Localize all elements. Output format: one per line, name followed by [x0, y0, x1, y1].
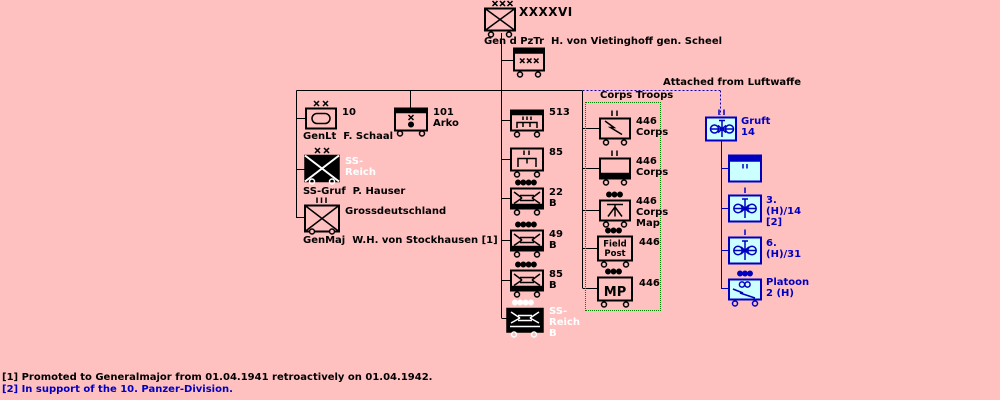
footnote-2: [2] In support of the 10. Panzer-Divisio… — [2, 384, 233, 395]
bridging-column-symbol — [510, 221, 544, 258]
unit-label: Grossdeutschland — [345, 206, 447, 217]
unit-label: 446 Corps — [636, 156, 669, 178]
unit-label: 6.(H)/31 — [766, 238, 802, 260]
unit-label: 49 B — [549, 229, 563, 251]
unit-commander: SS-Gruf P. Hauser — [303, 186, 406, 197]
unit-label: 3.(H)/14 [2] — [766, 195, 802, 228]
bridging-column-symbol — [510, 179, 544, 216]
unit-label: 513 — [549, 107, 570, 118]
corps-troops-title: Corps Troops — [600, 90, 674, 101]
unit-label: 446 — [639, 237, 660, 248]
military-police-symbol: MP — [597, 268, 633, 308]
headquarters-wagon-symbol — [513, 47, 545, 78]
field-post-text-line2: Post — [604, 249, 625, 259]
column-wagon-symbol — [510, 147, 544, 178]
unit-label: 22 B — [549, 187, 563, 209]
unit-label: SS-Reich B — [549, 306, 580, 339]
unit-446-supply: 446 Corps — [598, 147, 668, 193]
unit-446-mapping: 446 Corps Map — [598, 189, 668, 235]
field-post-text-line1: Field — [603, 240, 626, 250]
unit-label: 85 B — [549, 269, 563, 291]
attached-dotted-line — [582, 90, 721, 115]
unit-bridging-column-85: 85 B — [509, 259, 563, 305]
corps-commander: Gen d PzTr H. von Vietinghoff gen. Schee… — [484, 36, 723, 47]
unit-bridging-column-22: 22 B — [509, 177, 563, 223]
ss-division-symbol — [304, 147, 340, 185]
unit-label: Platoon 2 (H) — [766, 277, 810, 299]
unit-label: 101 Arko — [433, 107, 459, 129]
signals-company-symbol — [599, 110, 631, 146]
unit-513: 513 — [509, 99, 570, 145]
field-post-symbol: Field Post — [597, 227, 633, 268]
unit-label: 446 — [639, 278, 660, 289]
attached-from-luftwaffe-note: Attached from Luftwaffe — [663, 77, 802, 88]
unit-446-signals: 446 Corps — [598, 107, 668, 153]
corps-symbol — [484, 0, 516, 38]
artillery-command-symbol — [394, 107, 428, 137]
unit-label: 10 — [342, 107, 356, 118]
unit-commander: GenLt F. Schaal — [303, 131, 394, 142]
unit-label: 446 Corps Map — [636, 196, 669, 229]
corps-troops-frame — [585, 102, 661, 311]
unit-label: 85 — [549, 147, 563, 158]
mapping-detachment-symbol — [599, 191, 631, 228]
luftwaffe-signals-platoon-symbol — [728, 270, 762, 307]
unit-label: SS-Reich — [345, 156, 376, 178]
unit-corps-xxxxvi: XXXXVI Gen d PzTr H. von Vietinghoff gen… — [483, 0, 722, 47]
recon-squadron-symbol — [728, 187, 762, 223]
bridging-column-symbol — [510, 261, 544, 298]
unit-gruft-14: Gruft 14 — [704, 106, 770, 152]
unit-10-panzer-division: 10 GenLt F. Schaal — [303, 97, 393, 143]
recon-squadron-symbol — [728, 229, 762, 265]
mp-text: MP — [604, 285, 626, 300]
panzer-division-symbol — [305, 100, 337, 130]
motorized-regiment-symbol — [304, 197, 340, 235]
unit-platoon-2h: Platoon 2 (H) — [727, 268, 809, 314]
luftwaffe-hq-symbol — [728, 154, 762, 183]
unit-luftwaffe-hq — [727, 144, 773, 190]
supply-company-symbol — [599, 150, 631, 186]
unit-arko-101: 101 Arko — [393, 97, 459, 143]
corps-label: XXXXVI — [519, 5, 573, 19]
air-group-symbol — [705, 109, 737, 142]
unit-85: 85 — [509, 137, 563, 183]
unit-bridging-column-49: 49 B — [509, 219, 563, 265]
unit-squadron-3h14: 3.(H)/14 [2] — [727, 184, 801, 230]
unit-corps-hq — [512, 37, 558, 85]
unit-grossdeutschland: Grossdeutschland GenMaj W.H. von Stockha… — [303, 194, 498, 246]
unit-446-military-police: MP 446 — [596, 266, 660, 314]
unit-squadron-6h31: 6.(H)/31 — [727, 226, 801, 272]
unit-label: 446 Corps — [636, 116, 669, 138]
unit-ss-reich: SS-Reich SS-Gruf P. Hauser — [303, 144, 405, 197]
unit-label: Gruft 14 — [741, 116, 771, 138]
unit-446-field-post: Field Post 446 — [596, 225, 660, 273]
ss-bridging-column-symbol — [506, 299, 544, 338]
column-wagon-symbol — [510, 109, 544, 138]
unit-bridging-column-ss-reich: SS-Reich B — [505, 297, 580, 343]
footnote-1: [1] Promoted to Generalmajor from 01.04.… — [2, 372, 433, 383]
unit-commander: GenMaj W.H. von Stockhausen [1] — [303, 235, 498, 246]
